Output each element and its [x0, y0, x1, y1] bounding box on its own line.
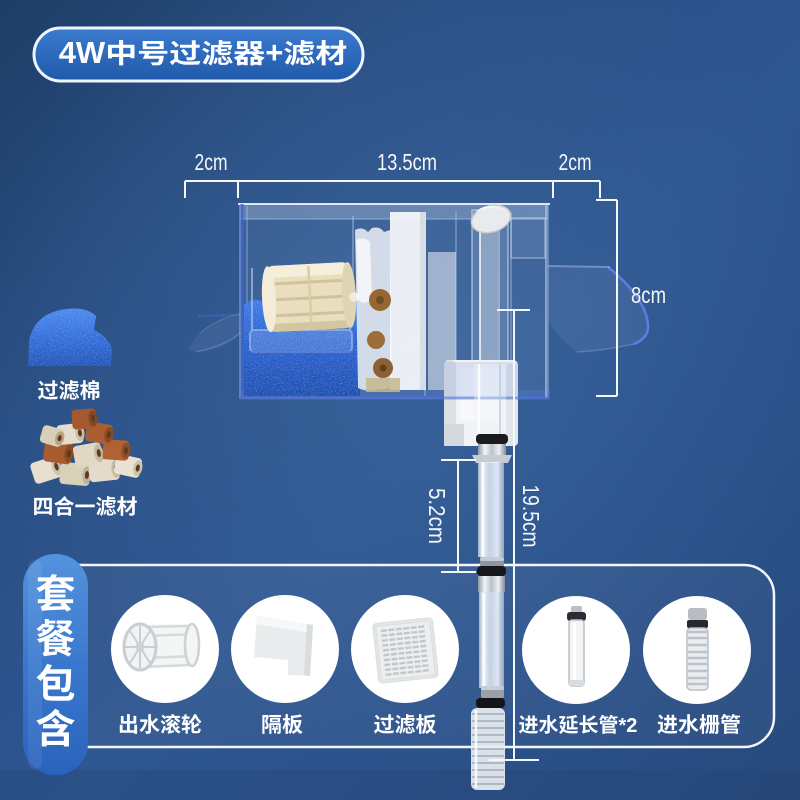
svg-text:5.2cm: 5.2cm	[424, 488, 450, 544]
svg-text:2cm: 2cm	[559, 149, 592, 175]
svg-text:8cm: 8cm	[631, 282, 666, 308]
svg-text:*2: *2	[619, 715, 638, 737]
svg-text:4W: 4W	[59, 35, 106, 70]
svg-text:+: +	[265, 35, 283, 70]
svg-text:2cm: 2cm	[195, 149, 228, 175]
svg-text:13.5cm: 13.5cm	[377, 149, 437, 175]
svg-text:19.5cm: 19.5cm	[518, 485, 544, 548]
